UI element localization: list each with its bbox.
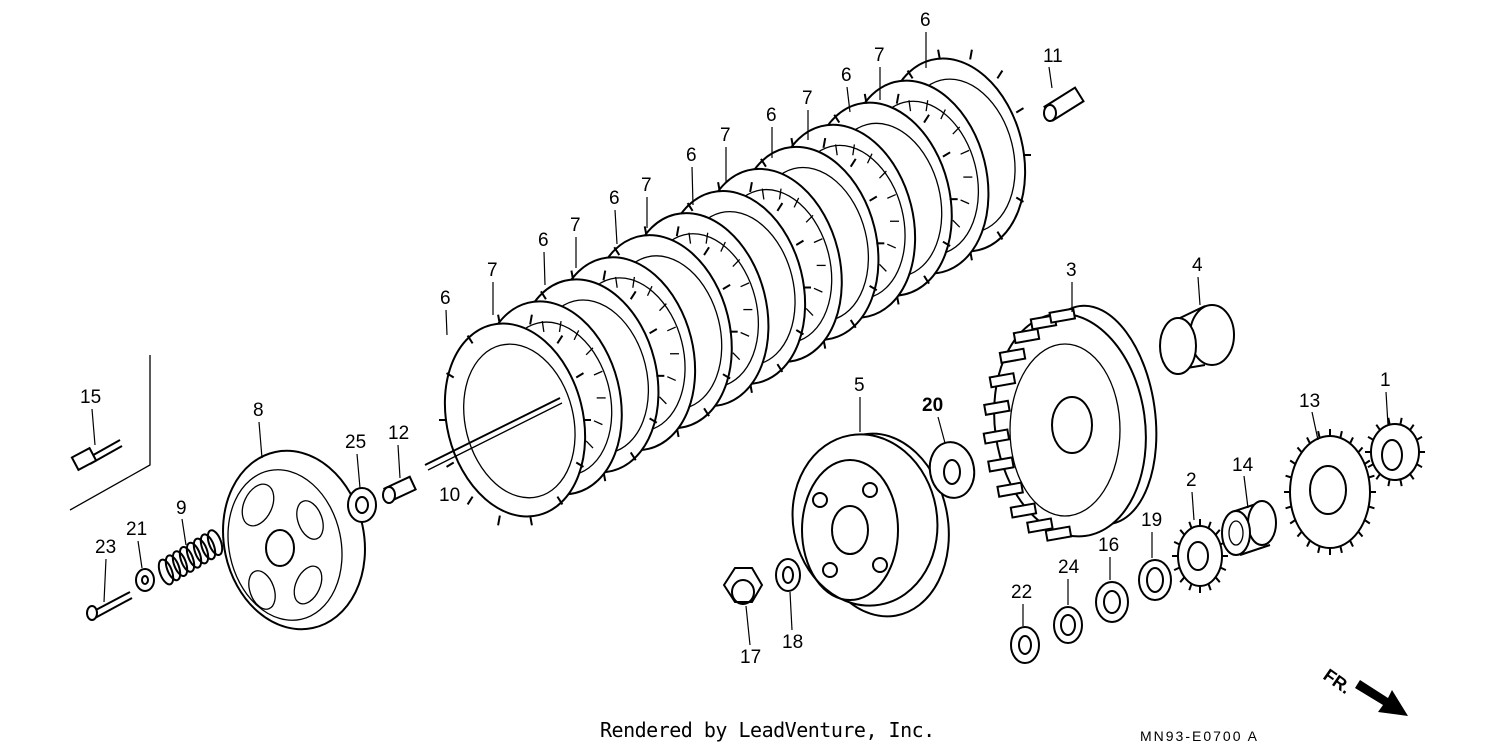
thrust-washer-20 xyxy=(928,441,976,499)
callout-2: 2 xyxy=(1186,470,1197,491)
bearing-22 xyxy=(1010,626,1040,664)
callout-6b: 6 xyxy=(841,65,852,86)
callout-14: 14 xyxy=(1232,455,1254,476)
front-direction-marker: FR. xyxy=(1320,665,1408,716)
bearing-16 xyxy=(1095,581,1129,623)
callout-15: 15 xyxy=(80,387,101,408)
gear-2 xyxy=(1172,519,1228,593)
callout-7b: 7 xyxy=(802,88,813,109)
clutch-center xyxy=(791,432,950,618)
callout-4: 4 xyxy=(1192,255,1203,276)
clutch-plate-stack xyxy=(439,49,1031,526)
callout-13: 13 xyxy=(1299,391,1320,412)
callout-23: 23 xyxy=(95,537,116,558)
callout-6a: 6 xyxy=(920,10,931,31)
clutch-spring xyxy=(157,529,224,586)
gear-13 xyxy=(1284,429,1376,555)
callout-24: 24 xyxy=(1058,557,1080,578)
collar-14 xyxy=(1221,500,1277,556)
washer-18 xyxy=(775,558,801,592)
washer-21 xyxy=(135,568,155,592)
collar-24 xyxy=(1053,606,1083,644)
bolt-15 xyxy=(69,355,151,511)
pin-11 xyxy=(1043,86,1085,122)
callout-6d: 6 xyxy=(686,145,697,166)
collar-4 xyxy=(1159,304,1235,375)
gear-1 xyxy=(1365,417,1425,487)
callout-7e: 7 xyxy=(570,215,581,236)
clutch-outer xyxy=(982,304,1158,542)
bearing-25 xyxy=(347,487,377,523)
callout-21: 21 xyxy=(126,519,147,540)
collar-12 xyxy=(382,475,417,504)
callout-7d: 7 xyxy=(641,175,652,196)
callout-19: 19 xyxy=(1141,510,1162,531)
callout-16: 16 xyxy=(1098,535,1119,556)
callout-6e: 6 xyxy=(609,188,620,209)
fr-label: FR. xyxy=(1320,665,1355,698)
callout-5: 5 xyxy=(854,375,865,396)
push-rod xyxy=(424,397,563,471)
callout-8: 8 xyxy=(253,400,264,421)
pressure-plate xyxy=(222,449,366,631)
callout-10: 10 xyxy=(439,485,460,506)
callout-17: 17 xyxy=(740,647,761,668)
nut-17 xyxy=(722,567,764,605)
callout-7c: 7 xyxy=(720,125,731,146)
callout-7a: 7 xyxy=(874,45,885,66)
callout-3: 3 xyxy=(1066,260,1077,281)
callout-25: 25 xyxy=(345,432,366,453)
callout-22: 22 xyxy=(1011,582,1032,603)
callout-6g: 6 xyxy=(440,288,451,309)
callout-20: 20 xyxy=(922,395,943,416)
callout-6c: 6 xyxy=(766,105,777,126)
arrow-down-right-icon xyxy=(1355,680,1408,716)
callout-7f: 7 xyxy=(487,260,498,281)
callout-9: 9 xyxy=(176,498,187,519)
diagram-code: MN93-E0700 A xyxy=(1140,728,1259,744)
credit-text: Rendered by LeadVenture, Inc. xyxy=(600,718,935,742)
bolt-23 xyxy=(86,591,133,621)
callout-18: 18 xyxy=(782,632,803,653)
callout-6f: 6 xyxy=(538,230,549,251)
callout-1: 1 xyxy=(1380,370,1391,391)
callout-12: 12 xyxy=(388,423,409,444)
leader-lines xyxy=(91,32,1389,646)
part-callouts: 1 2 3 4 5 6 6 6 6 6 6 6 7 7 7 7 7 7 8 9 … xyxy=(80,10,1391,668)
callout-11: 11 xyxy=(1043,46,1063,67)
washer-19 xyxy=(1138,559,1172,601)
